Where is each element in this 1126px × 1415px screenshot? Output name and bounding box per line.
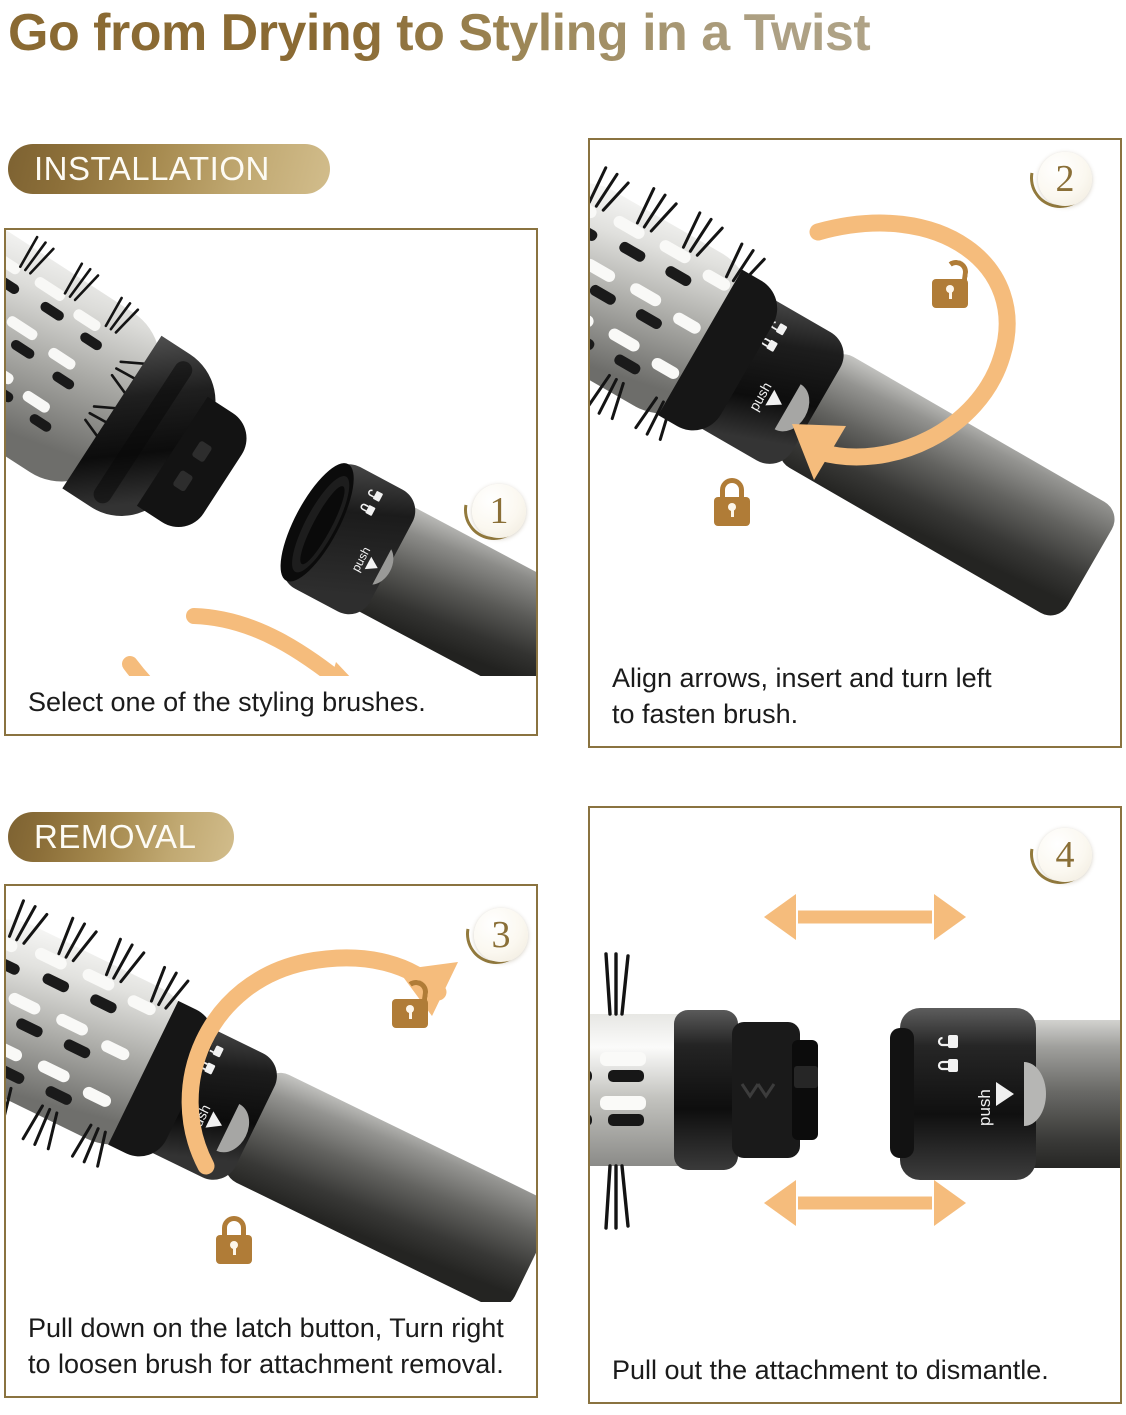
separate-arrow-bottom [762, 1178, 972, 1228]
step-1-caption: Select one of the styling brushes. [6, 676, 536, 734]
handle-with-push-collar: push [886, 954, 1120, 1234]
padlock-keyhole [946, 285, 954, 299]
rotate-right-arrow [146, 896, 476, 1226]
caption-line: Align arrows, insert and turn left [612, 663, 992, 693]
step-disc-1 [472, 484, 526, 538]
step-number-1: 1 [489, 490, 509, 532]
step-number-4: 4 [1055, 834, 1075, 876]
step-panel-2: push [588, 138, 1122, 748]
step-disc-2 [1038, 152, 1092, 206]
padlock-keyhole [728, 503, 736, 517]
page-title: Go from Drying to Styling in a Twist [8, 2, 1118, 64]
locked-padlock-icon [712, 478, 752, 526]
separate-arrow-top [762, 892, 972, 942]
caption-line: Select one of the styling brushes. [28, 687, 426, 717]
padlock-keyhole [406, 1005, 414, 1019]
step-number-2: 2 [1055, 158, 1075, 200]
step-3-caption: Pull down on the latch button, Turn righ… [6, 1302, 536, 1396]
step-3-illustration: push [6, 886, 536, 1396]
padlock-shackle [222, 1216, 246, 1240]
step-2-illustration: push [590, 140, 1120, 746]
step-panel-1: push 1 Se [4, 228, 538, 736]
section-badge-removal: REMOVAL [8, 812, 234, 862]
step-panel-3: push [4, 884, 538, 1398]
step-badge-4: 4 [1018, 812, 1102, 896]
step-disc-4 [1038, 828, 1092, 882]
caption-line: Pull out the attachment to dismantle. [612, 1355, 1049, 1385]
unlocked-padlock-icon [390, 978, 430, 1028]
step-badge-1: 1 [452, 468, 536, 552]
caption-line: to fasten brush. [612, 699, 799, 729]
caption-line: Pull down on the latch button, Turn righ… [28, 1313, 504, 1343]
padlock-shackle [720, 478, 744, 502]
unlocked-padlock-icon [930, 258, 970, 308]
styling-brush-attachment [6, 230, 316, 620]
step-number-3: 3 [491, 914, 511, 956]
step-2-caption: Align arrows, insert and turn left to fa… [590, 652, 1120, 746]
handle-with-socket: push [268, 442, 536, 709]
step-1-illustration: push 1 [6, 230, 536, 734]
step-4-illustration: push 4 [590, 808, 1120, 1402]
step-disc-3 [474, 908, 528, 962]
step-badge-3: 3 [454, 892, 536, 976]
assembled-brush-device: push [6, 886, 536, 1386]
step-4-caption: Pull out the attachment to dismantle. [590, 1344, 1120, 1402]
locked-padlock-icon [214, 1216, 254, 1264]
section-badge-installation: INSTALLATION [8, 144, 330, 194]
step-panel-4: push 4 Pull [588, 806, 1122, 1404]
caption-line: to loosen brush for attachment removal. [28, 1349, 504, 1379]
rotate-left-arrow [730, 180, 1060, 510]
detached-brush-attachment [590, 948, 866, 1238]
padlock-keyhole [230, 1241, 238, 1255]
assembled-brush-device: push [590, 140, 1120, 730]
step-badge-2: 2 [1018, 140, 1102, 220]
svg-text:push: push [975, 1089, 994, 1126]
